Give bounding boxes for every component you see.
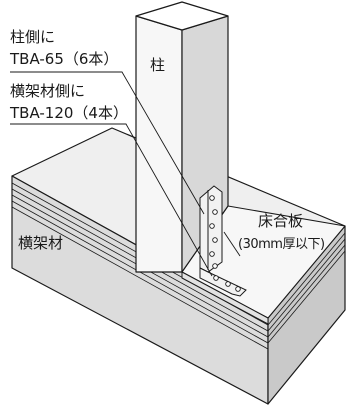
screw-hole — [212, 209, 218, 215]
screw-hole — [209, 251, 215, 257]
leader-column-screws — [10, 71, 205, 215]
leader-floorboard — [223, 231, 241, 257]
column-top — [135, 1, 229, 31]
leader-lines — [10, 71, 241, 277]
floorboard-edge — [181, 271, 269, 325]
column-front — [135, 15, 183, 273]
label-floorboard: 床合板 — [258, 212, 304, 230]
screw-hole — [209, 195, 215, 201]
screw-hole — [235, 286, 241, 292]
leader-beam-screws — [10, 123, 213, 277]
label-column: 柱 — [150, 56, 166, 74]
label-beam-side-line1: 横架材側に — [10, 82, 86, 100]
screw-hole — [212, 237, 218, 243]
label-column-side-line2: TBA-65（6本） — [10, 50, 119, 68]
screw-hole — [209, 223, 215, 229]
screw-hole — [225, 281, 231, 287]
label-beam-side-line2: TBA-120（4本） — [10, 104, 128, 122]
screw-hole — [213, 275, 219, 281]
label-beam: 横架材 — [18, 234, 64, 252]
screw-hole — [212, 263, 218, 269]
bracket-screws — [209, 195, 241, 292]
label-column-side-line1: 柱側に — [10, 28, 56, 46]
label-floorboard-note: (30mm厚以下) — [238, 237, 325, 252]
